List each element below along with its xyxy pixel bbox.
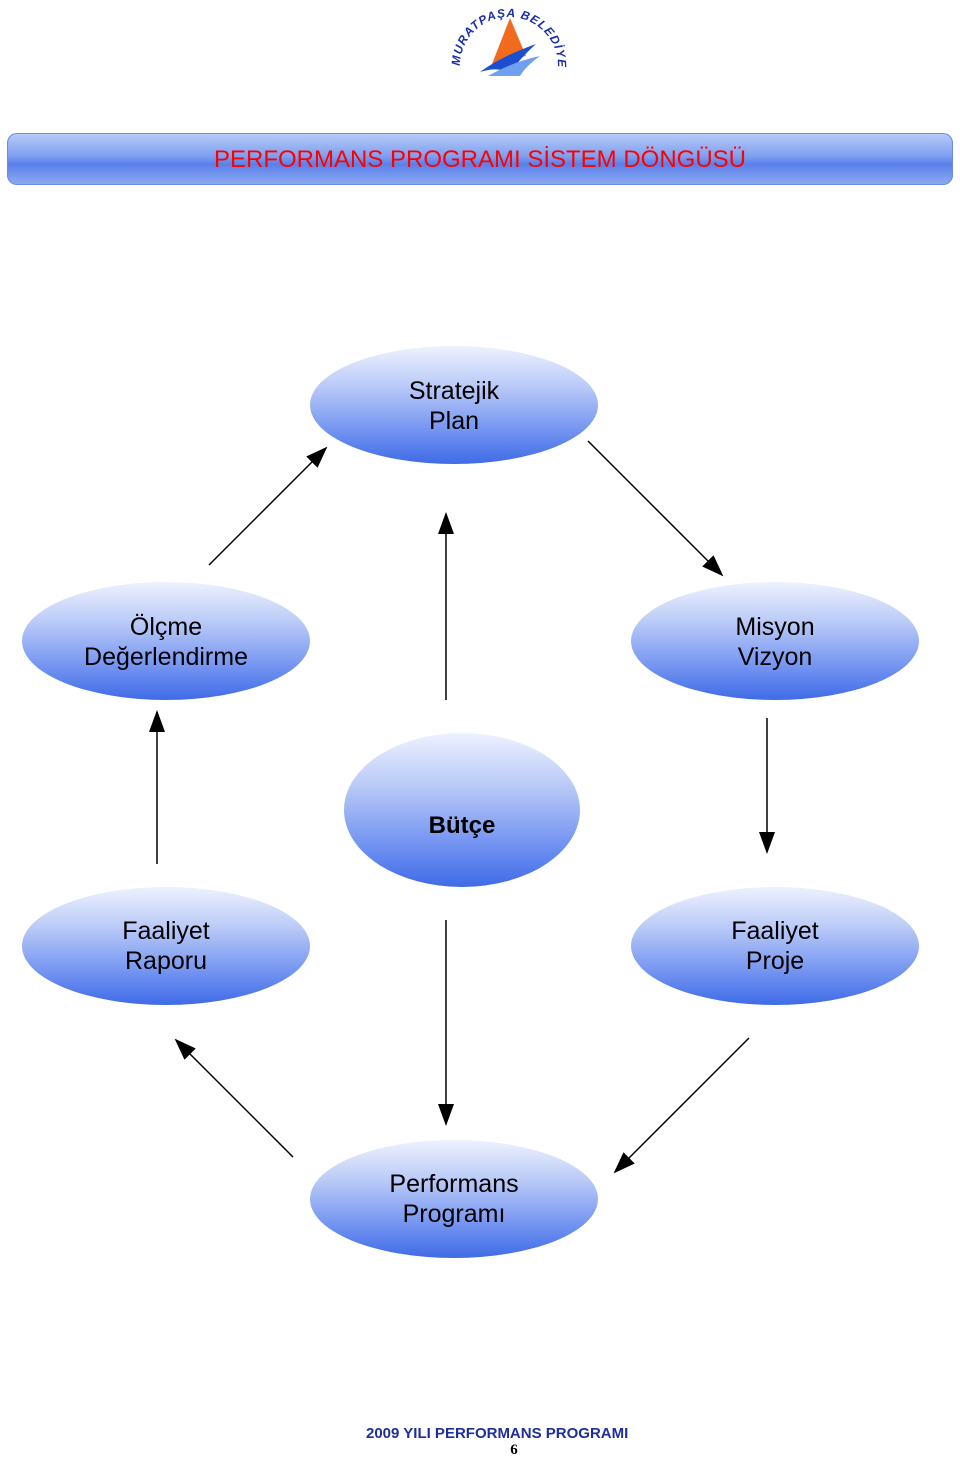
logo-wave-blue <box>480 44 536 74</box>
logo-wave-light <box>488 56 540 76</box>
municipality-logo: MURATPAŞA BELEDİYESİ <box>440 0 568 76</box>
page-title: PERFORMANS PROGRAMI SİSTEM DÖNGÜSÜ <box>213 146 747 173</box>
label-butce: Bütçe <box>362 811 562 841</box>
label-misyon-line1: Misyon <box>735 613 815 641</box>
node-faaliyet-proje <box>631 887 919 1005</box>
node-misyon-vizyon <box>631 582 919 700</box>
node-olcme-degerlendirme <box>22 582 310 700</box>
arrow-stratejik-to-misyon <box>587 440 724 577</box>
label-stratejik-line2: Plan <box>428 407 480 435</box>
label-performans-line2: Programı <box>402 1200 506 1228</box>
label-olcme-line2: Değerlendirme <box>84 643 248 671</box>
label-misyon-line2: Vizyon <box>737 643 813 671</box>
footer-title: 2009 YILI PERFORMANS PROGRAMI <box>366 1425 629 1442</box>
label-raporu-line1: Faaliyet <box>122 917 210 945</box>
node-performans-programi <box>310 1140 598 1258</box>
node-faaliyet-raporu <box>22 887 310 1005</box>
arrow-proje-to-performans <box>613 1037 750 1174</box>
label-misyon-vizyon: Misyon Vizyon <box>675 612 875 672</box>
arrow-olcme-to-stratejik <box>208 446 328 566</box>
label-stratejik-plan: Stratejik Plan <box>354 376 554 436</box>
label-faaliyet-raporu: Faaliyet Raporu <box>66 916 266 976</box>
title-banner: PERFORMANS PROGRAMI SİSTEM DÖNGÜSÜ <box>7 133 953 185</box>
label-stratejik-line1: Stratejik <box>408 377 500 405</box>
label-performans-programi: Performans Programı <box>354 1169 554 1229</box>
node-stratejik-plan <box>310 346 598 464</box>
label-proje-line1: Faaliyet <box>731 917 819 945</box>
label-proje-line2: Proje <box>745 947 805 975</box>
arrow-performans-to-rapor <box>174 1038 294 1158</box>
label-olcme-degerlendirme: Ölçme Değerlendirme <box>46 612 286 672</box>
label-faaliyet-proje: Faaliyet Proje <box>675 916 875 976</box>
node-butce <box>344 733 580 887</box>
label-butce-line1: Bütçe <box>428 812 496 839</box>
page-number: 6 <box>510 1442 518 1458</box>
label-performans-line1: Performans <box>389 1170 519 1198</box>
label-raporu-line2: Raporu <box>125 947 207 975</box>
label-olcme-line1: Ölçme <box>129 613 203 641</box>
